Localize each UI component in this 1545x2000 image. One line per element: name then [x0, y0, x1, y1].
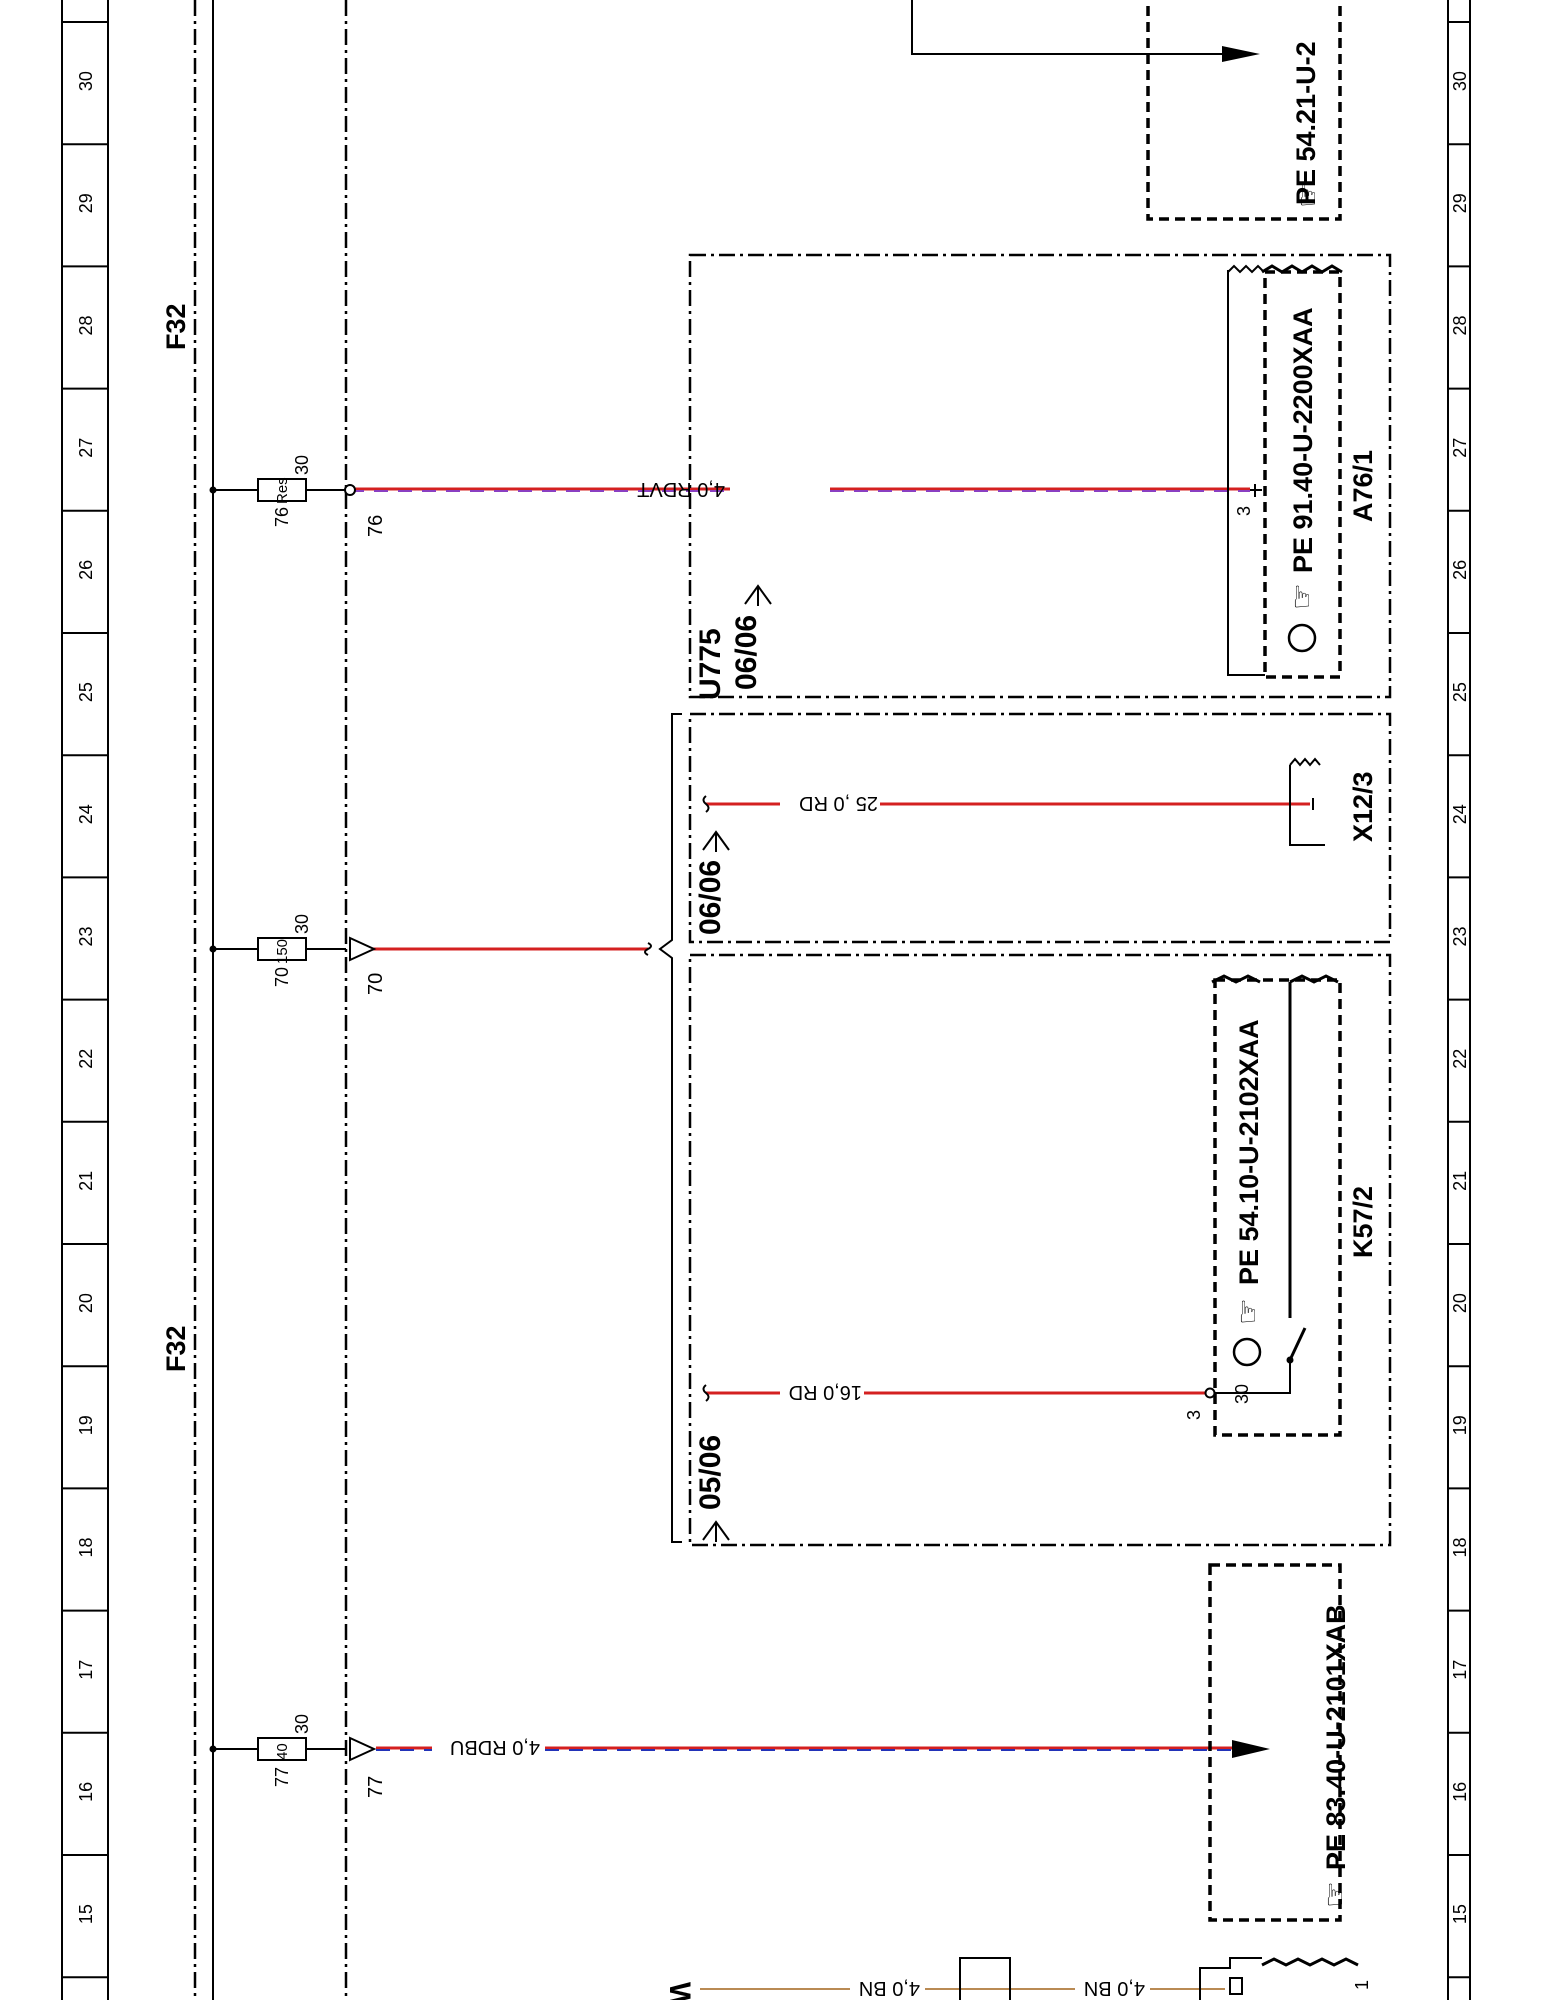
component-w9-partial: W9 4,0 BN 4,0 BN 1 — [663, 1957, 1372, 2000]
a76-ref: PE 91.40-U-2200XAA — [1288, 307, 1318, 573]
fuse-res-pin-out: 30 — [292, 455, 312, 475]
wire-76-rdvt: 4,0 RDVT — [344, 478, 1250, 500]
bottom-wire-b-label: 4,0 BN — [1084, 1977, 1145, 1999]
ruler-number: 30 — [1450, 71, 1470, 91]
ruler-number: 22 — [76, 1049, 96, 1069]
fuse-res-terminal: 76 — [365, 515, 387, 537]
ruler-number: 18 — [1450, 1537, 1470, 1557]
k57-pin-b: 3 — [1184, 1410, 1204, 1420]
fuse-150-terminal: 70 — [365, 973, 387, 995]
pe-54-21-hand-icon: ☞ — [1292, 181, 1325, 208]
a76-name: A76/1 — [1348, 450, 1378, 522]
a76-hand-icon: ☞ — [1286, 583, 1319, 610]
ruler-number: 25 — [76, 682, 96, 702]
ruler-number: 24 — [1450, 804, 1470, 824]
fuse-150-label: 150 — [274, 939, 291, 964]
x12-name: X12/3 — [1348, 771, 1378, 842]
component-x12-block: 06/06 25 ,0 RD X12/3 — [688, 712, 1392, 944]
ruler-number: 18 — [76, 1537, 96, 1557]
wire-70 — [349, 713, 682, 1543]
ruler-number: 15 — [76, 1904, 96, 1924]
ruler-number: 23 — [1450, 926, 1470, 946]
wire-77-rdbu: 4,0 RDBU — [349, 1736, 1270, 1762]
u775-label: U775 — [694, 628, 727, 700]
a76-transistor-icon — [1287, 623, 1317, 653]
ruler-number: 30 — [76, 71, 96, 91]
k57-pin-a: 30 — [1232, 1384, 1252, 1404]
ruler-number: 20 — [76, 1293, 96, 1313]
right-ruler: 30 29 28 27 26 25 24 23 22 21 20 19 18 17 16 15 — [1447, 0, 1471, 2000]
ruler-number: 19 — [76, 1415, 96, 1435]
fuse-res-label: Res — [274, 477, 291, 504]
ruler-number: 22 — [1450, 1049, 1470, 1069]
k57-date: 05/06 — [694, 1435, 727, 1510]
ruler-number: 27 — [1450, 438, 1470, 458]
ruler-number: 16 — [76, 1782, 96, 1802]
fuse-150-pin-out: 30 — [292, 914, 312, 934]
bottom-pin: 1 — [1352, 1980, 1372, 1990]
k57-name: K57/2 — [1348, 1186, 1378, 1258]
fuse-res: Res 76 30 76 — [209, 455, 387, 537]
fuse-res-pin-in: 76 — [272, 507, 292, 527]
fuse-box-label-bottom: F32 — [161, 1325, 191, 1372]
left-ruler: 30 29 28 27 26 25 24 23 22 21 20 19 18 17 16 15 — [61, 0, 109, 2000]
component-k57-block: 05/06 16,0 RD 30 3 ☞ PE 54.10-U-2102XAA … — [688, 953, 1392, 1547]
k57-hand-icon: ☞ — [1232, 1298, 1265, 1325]
fuse-box-label-top: F32 — [161, 303, 191, 350]
component-pe-54-21: PE 54.21-U-2 ☞ — [911, 0, 1342, 221]
ruler-number: 23 — [76, 926, 96, 946]
k57-ref: PE 54.10-U-2102XAA — [1234, 1019, 1264, 1285]
bottom-wire-a-label: 4,0 BN — [859, 1977, 920, 1999]
w9-label: W9 — [663, 1982, 696, 2000]
wire-76-label: 4,0 RDVT — [637, 478, 725, 500]
x12-wire-label: 25 ,0 RD — [799, 792, 878, 814]
fuse-40: 40 77 30 77 — [209, 1714, 387, 1798]
ruler-number: 29 — [1450, 193, 1470, 213]
wire-77-label: 4,0 RDBU — [450, 1736, 540, 1758]
ruler-number: 28 — [76, 315, 96, 335]
fuse-150-pin-in: 70 — [272, 967, 292, 987]
ruler-number: 21 — [1450, 1171, 1470, 1191]
pe-83-40-hand-icon: ☞ — [1319, 1881, 1352, 1908]
pe-83-40-ref: PE 83.40-U-2101XAB — [1321, 1604, 1351, 1870]
ruler-number: 17 — [1450, 1660, 1470, 1680]
fuse-150: 150 70 30 70 — [209, 914, 387, 995]
fuse-box-outline — [193, 0, 348, 2000]
ruler-number: 26 — [1450, 560, 1470, 580]
component-a76-1: 3 ☞ PE 91.40-U-2200XAA A76/1 — [1227, 264, 1378, 679]
component-pe-83-40: ☞ PE 83.40-U-2101XAB — [1208, 1563, 1352, 1922]
ruler-number: 28 — [1450, 315, 1470, 335]
ruler-number: 25 — [1450, 682, 1470, 702]
ruler-number: 17 — [76, 1660, 96, 1680]
x12-date: 06/06 — [694, 860, 727, 935]
fuse-40-pin-out: 30 — [292, 1714, 312, 1734]
ruler-number: 16 — [1450, 1782, 1470, 1802]
ruler-number: 19 — [1450, 1415, 1470, 1435]
fuse-40-pin-in: 77 — [272, 1767, 292, 1787]
a76-pin: 3 — [1234, 506, 1254, 516]
pe-54-21-ref: PE 54.21-U-2 — [1291, 41, 1321, 205]
ruler-number: 27 — [76, 438, 96, 458]
ruler-number: 21 — [76, 1171, 96, 1191]
fuse-40-label: 40 — [274, 1743, 291, 1760]
fuse-40-terminal: 77 — [365, 1776, 387, 1798]
ruler-number: 26 — [76, 560, 96, 580]
ruler-number: 29 — [76, 193, 96, 213]
ruler-number: 15 — [1450, 1904, 1470, 1924]
k57-wire-label: 16,0 RD — [789, 1381, 862, 1403]
ruler-number: 20 — [1450, 1293, 1470, 1313]
component-u775-block: U775 06/06 — [688, 253, 1392, 700]
u775-date: 06/06 — [730, 615, 763, 690]
ruler-number: 24 — [76, 804, 96, 824]
k57-transistor-icon — [1232, 1337, 1262, 1367]
